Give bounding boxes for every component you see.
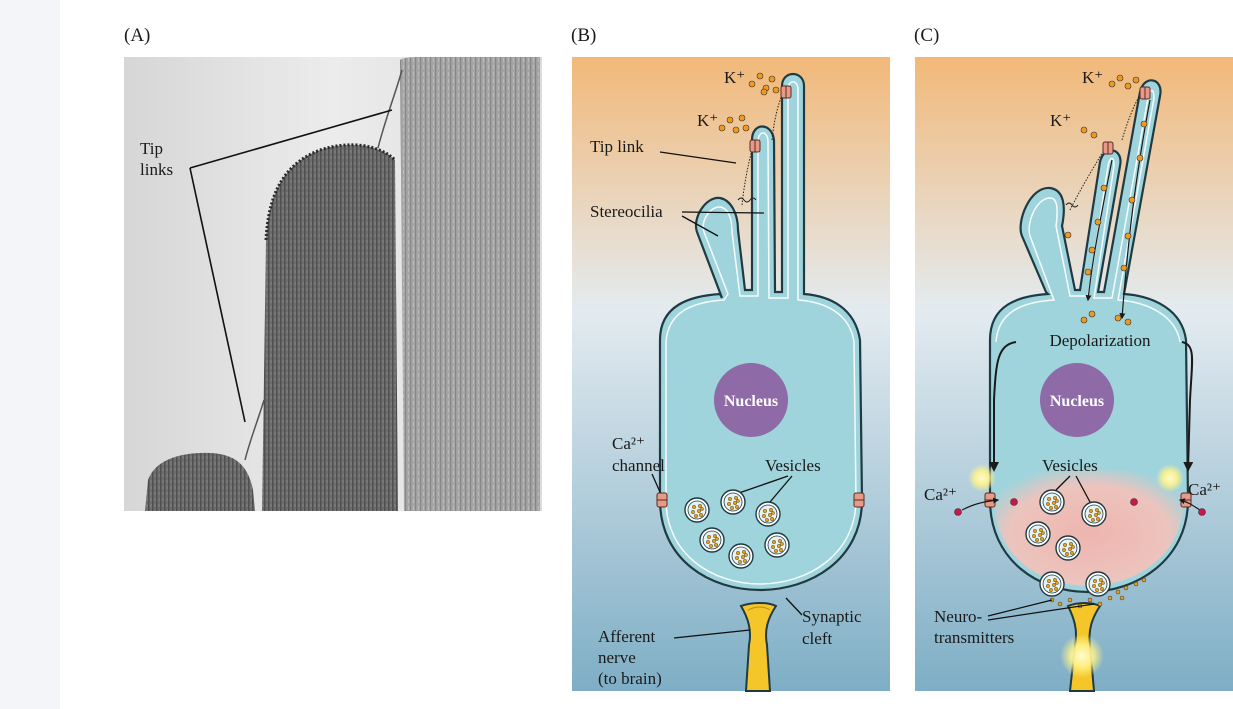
synaptic-cleft-label-line1: Synaptic xyxy=(802,607,862,626)
ca-label-left: Ca²⁺ xyxy=(924,485,957,504)
ca-label-right: Ca²⁺ xyxy=(1188,480,1221,499)
ca-channel-label-line2: channel xyxy=(612,456,665,475)
tip-link-label: Tip link xyxy=(590,137,644,156)
vesicle xyxy=(1039,489,1065,515)
hair-cell-body xyxy=(658,72,864,592)
neuro-label-line1: Neuro- xyxy=(934,607,982,626)
panel-a: Tip links xyxy=(124,57,542,511)
mechano-channel-lower xyxy=(749,139,761,153)
vesicle xyxy=(699,527,725,553)
ca-channel-left xyxy=(656,492,668,508)
vesicle-fused xyxy=(1085,571,1111,597)
em-stereocilium-tall xyxy=(400,57,540,511)
panel-c: K⁺ K⁺ Depolarization Nucleus xyxy=(915,57,1233,692)
nucleus-label-c: Nucleus xyxy=(1050,393,1104,410)
vesicle xyxy=(728,543,754,569)
synaptic-cleft-label-line2: cleft xyxy=(802,629,832,648)
tip-links-label-line2: links xyxy=(140,160,173,179)
ca-ion xyxy=(1198,508,1206,516)
spark-left-icon xyxy=(968,464,996,492)
neuro-label-line2: transmitters xyxy=(934,628,1014,647)
ca-channel-label-line1: Ca²⁺ xyxy=(612,434,645,453)
nucleus-c xyxy=(1040,363,1114,437)
afferent-label-line2: nerve xyxy=(598,648,636,667)
tip-links-label-line1: Tip xyxy=(140,139,163,158)
spark-right-icon xyxy=(1156,464,1184,492)
k-ion-label-top: K⁺ xyxy=(724,68,745,87)
k-ions-c-inside xyxy=(1064,120,1148,326)
vesicle xyxy=(720,489,746,515)
vesicle xyxy=(1081,501,1107,527)
afferent-nerve xyxy=(739,602,778,692)
afferent-label-line3: (to brain) xyxy=(598,669,662,688)
nucleus-label: Nucleus xyxy=(724,393,778,410)
em-tip-link-lower xyxy=(244,399,265,461)
k-ion-label-c-mid: K⁺ xyxy=(1050,111,1071,130)
mechano-channel-open-lower xyxy=(1102,141,1114,155)
panel-b-label: (B) xyxy=(571,25,597,46)
nucleus xyxy=(714,363,788,437)
k-ion-label-mid: K⁺ xyxy=(697,111,718,130)
em-stereocilium-middle xyxy=(262,144,398,511)
vesicles-label: Vesicles xyxy=(765,456,821,475)
panel-a-label: (A) xyxy=(124,25,151,46)
vesicle xyxy=(684,497,710,523)
vesicle xyxy=(1025,521,1051,547)
panel-b: K⁺ K⁺ Tip link Stereocilia Nucleus Ca²⁺ … xyxy=(572,57,890,692)
mechano-channel-open-upper xyxy=(1139,86,1151,100)
afferent-label-line1: Afferent xyxy=(598,627,656,646)
spark-nerve-icon xyxy=(1060,634,1104,678)
vesicle-fused xyxy=(1039,571,1065,597)
em-tip-link-upper xyxy=(377,69,403,149)
ca-ion xyxy=(1010,498,1018,506)
ca-ion xyxy=(954,508,962,516)
stereocilia-label: Stereocilia xyxy=(590,202,663,221)
ca-ion xyxy=(1130,498,1138,506)
vesicle xyxy=(1055,535,1081,561)
left-sidebar xyxy=(0,0,60,709)
em-stereocilium-short xyxy=(145,452,255,511)
k-ions-top xyxy=(748,72,780,96)
tip-link-lower xyxy=(741,149,753,206)
vesicle xyxy=(755,501,781,527)
mechano-channel-upper xyxy=(780,85,792,99)
k-ions-c-outside xyxy=(1080,74,1140,139)
panel-c-label: (C) xyxy=(914,25,940,46)
vesicles-label-c: Vesicles xyxy=(1042,456,1098,475)
k-ions-mid xyxy=(718,114,750,134)
ca-channel-right xyxy=(853,492,865,508)
vesicle xyxy=(764,532,790,558)
depolarization-label: Depolarization xyxy=(1049,331,1151,350)
k-ion-label-c-top: K⁺ xyxy=(1082,68,1103,87)
